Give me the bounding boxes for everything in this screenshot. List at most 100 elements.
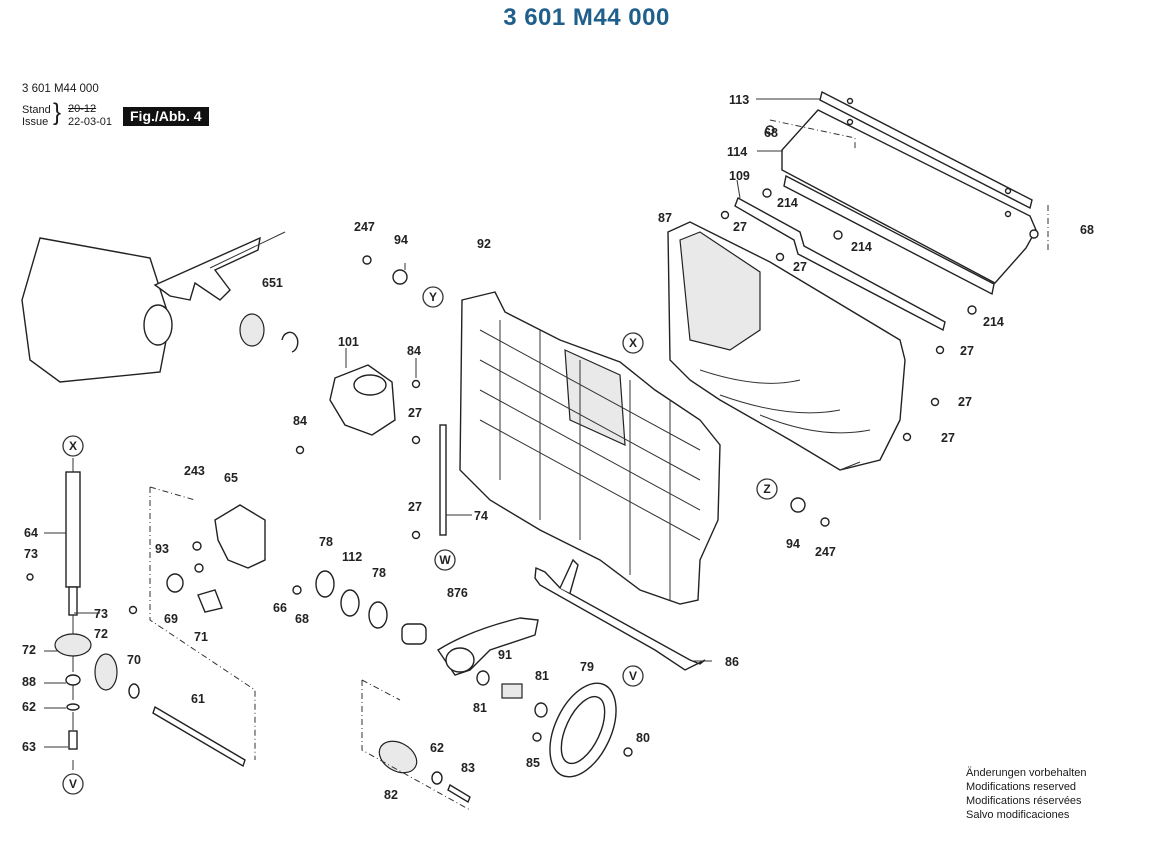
label-65: 65 (224, 471, 238, 485)
label-27: 27 (941, 431, 955, 445)
label-66: 66 (273, 601, 287, 615)
handwheel-79 (549, 682, 617, 778)
washer-70 (128, 683, 140, 699)
gear-72a (54, 633, 92, 657)
label-72: 72 (22, 643, 36, 657)
throat-plate-86 (534, 558, 706, 671)
part-69 (166, 573, 184, 593)
label-214: 214 (777, 196, 798, 210)
label-93: 93 (155, 542, 169, 556)
label-27: 27 (408, 406, 422, 420)
label-73: 73 (94, 607, 108, 621)
label-27: 27 (960, 344, 974, 358)
disclaimer-es: Salvo modificaciones (966, 809, 1070, 821)
ref-marker-y: Y (422, 286, 444, 308)
label-68: 68 (295, 612, 309, 626)
label-73: 73 (24, 547, 38, 561)
label-112: 112 (342, 550, 362, 564)
model-code: 3 601 M44 000 (22, 83, 99, 95)
old-date: 20-12 (68, 103, 97, 115)
label-78: 78 (319, 535, 333, 549)
label-876: 876 (447, 586, 468, 600)
gear-72b (94, 653, 118, 691)
label-651: 651 (262, 276, 283, 290)
label-80: 80 (636, 731, 650, 745)
label-84: 84 (293, 414, 307, 428)
disclaimer-en: Modifications reserved (966, 781, 1077, 793)
svg-text:V: V (69, 777, 77, 791)
label-69: 69 (164, 612, 178, 626)
label-72: 72 (94, 627, 108, 641)
label-27: 27 (958, 395, 972, 409)
label-94: 94 (786, 537, 800, 551)
screw-63 (68, 730, 78, 750)
washer-62b (431, 771, 443, 785)
label-243: 243 (184, 464, 205, 478)
ref-marker-x1: X (622, 332, 644, 354)
label-83: 83 (461, 761, 475, 775)
svg-text:Y: Y (429, 290, 437, 304)
ref-marker-w: W (434, 549, 456, 571)
disclaimer-fr: Modifications réservées (966, 795, 1082, 807)
label-62: 62 (22, 700, 36, 714)
label-81: 81 (535, 669, 549, 683)
label-70: 70 (127, 653, 141, 667)
label-214: 214 (983, 315, 1004, 329)
washer-62a (66, 703, 80, 711)
label-27: 27 (408, 500, 422, 514)
label-87: 87 (658, 211, 672, 225)
ref-marker-v2: V (62, 773, 84, 795)
label-94: 94 (394, 233, 408, 247)
label-82: 82 (384, 788, 398, 802)
shaft-64 (65, 458, 81, 770)
label-61: 61 (191, 692, 205, 706)
label-63: 63 (22, 740, 36, 754)
leader-lines (44, 98, 820, 748)
brace: } (53, 99, 62, 126)
svg-text:X: X (69, 439, 77, 453)
lever-876 (401, 617, 539, 676)
cover-plate-114 (781, 109, 1037, 284)
label-247: 247 (815, 545, 836, 559)
bracket-65 (214, 504, 266, 569)
part-labels: 113 68 114 109 214 87 27 214 27 68 214 2… (22, 93, 1094, 802)
screw-83 (447, 783, 471, 804)
label-81: 81 (473, 701, 487, 715)
figure-label: Fig./Abb. 4 (123, 107, 209, 126)
label-247: 247 (354, 220, 375, 234)
svg-text:V: V (629, 669, 637, 683)
blade-guard-87 (667, 221, 906, 471)
label-86: 86 (725, 655, 739, 669)
label-71: 71 (194, 630, 208, 644)
label-91: 91 (498, 648, 512, 662)
label-84: 84 (407, 344, 421, 358)
ref-marker-x2: X (62, 435, 84, 457)
disclaimer: Änderungen vorbehalten Modifications res… (966, 766, 1086, 822)
label-27: 27 (793, 260, 807, 274)
label-113: 113 (729, 93, 749, 107)
bracket-109 (734, 196, 946, 332)
label-85: 85 (526, 756, 540, 770)
label-109: 109 (729, 169, 750, 183)
label-79: 79 (580, 660, 594, 674)
label-101: 101 (338, 335, 359, 349)
rail-113 (819, 90, 1033, 210)
knob-82 (378, 740, 418, 774)
disclaimer-de: Änderungen vorbehalten (966, 767, 1087, 779)
svg-text:Z: Z (763, 482, 770, 496)
dust-bag (21, 231, 299, 383)
issue-label: Issue (22, 116, 49, 128)
tube-101 (329, 364, 396, 436)
label-27: 27 (733, 220, 747, 234)
label-74: 74 (474, 509, 488, 523)
rail-tube (783, 174, 995, 296)
label-64: 64 (24, 526, 38, 540)
washer-81b (534, 702, 548, 718)
svg-text:X: X (629, 336, 637, 350)
page-title: 3 601 M44 000 (503, 4, 670, 31)
nut-88 (65, 674, 81, 686)
ref-marker-v1: V (622, 665, 644, 687)
label-114: 114 (727, 145, 747, 159)
stand-label: Stand (22, 104, 51, 116)
